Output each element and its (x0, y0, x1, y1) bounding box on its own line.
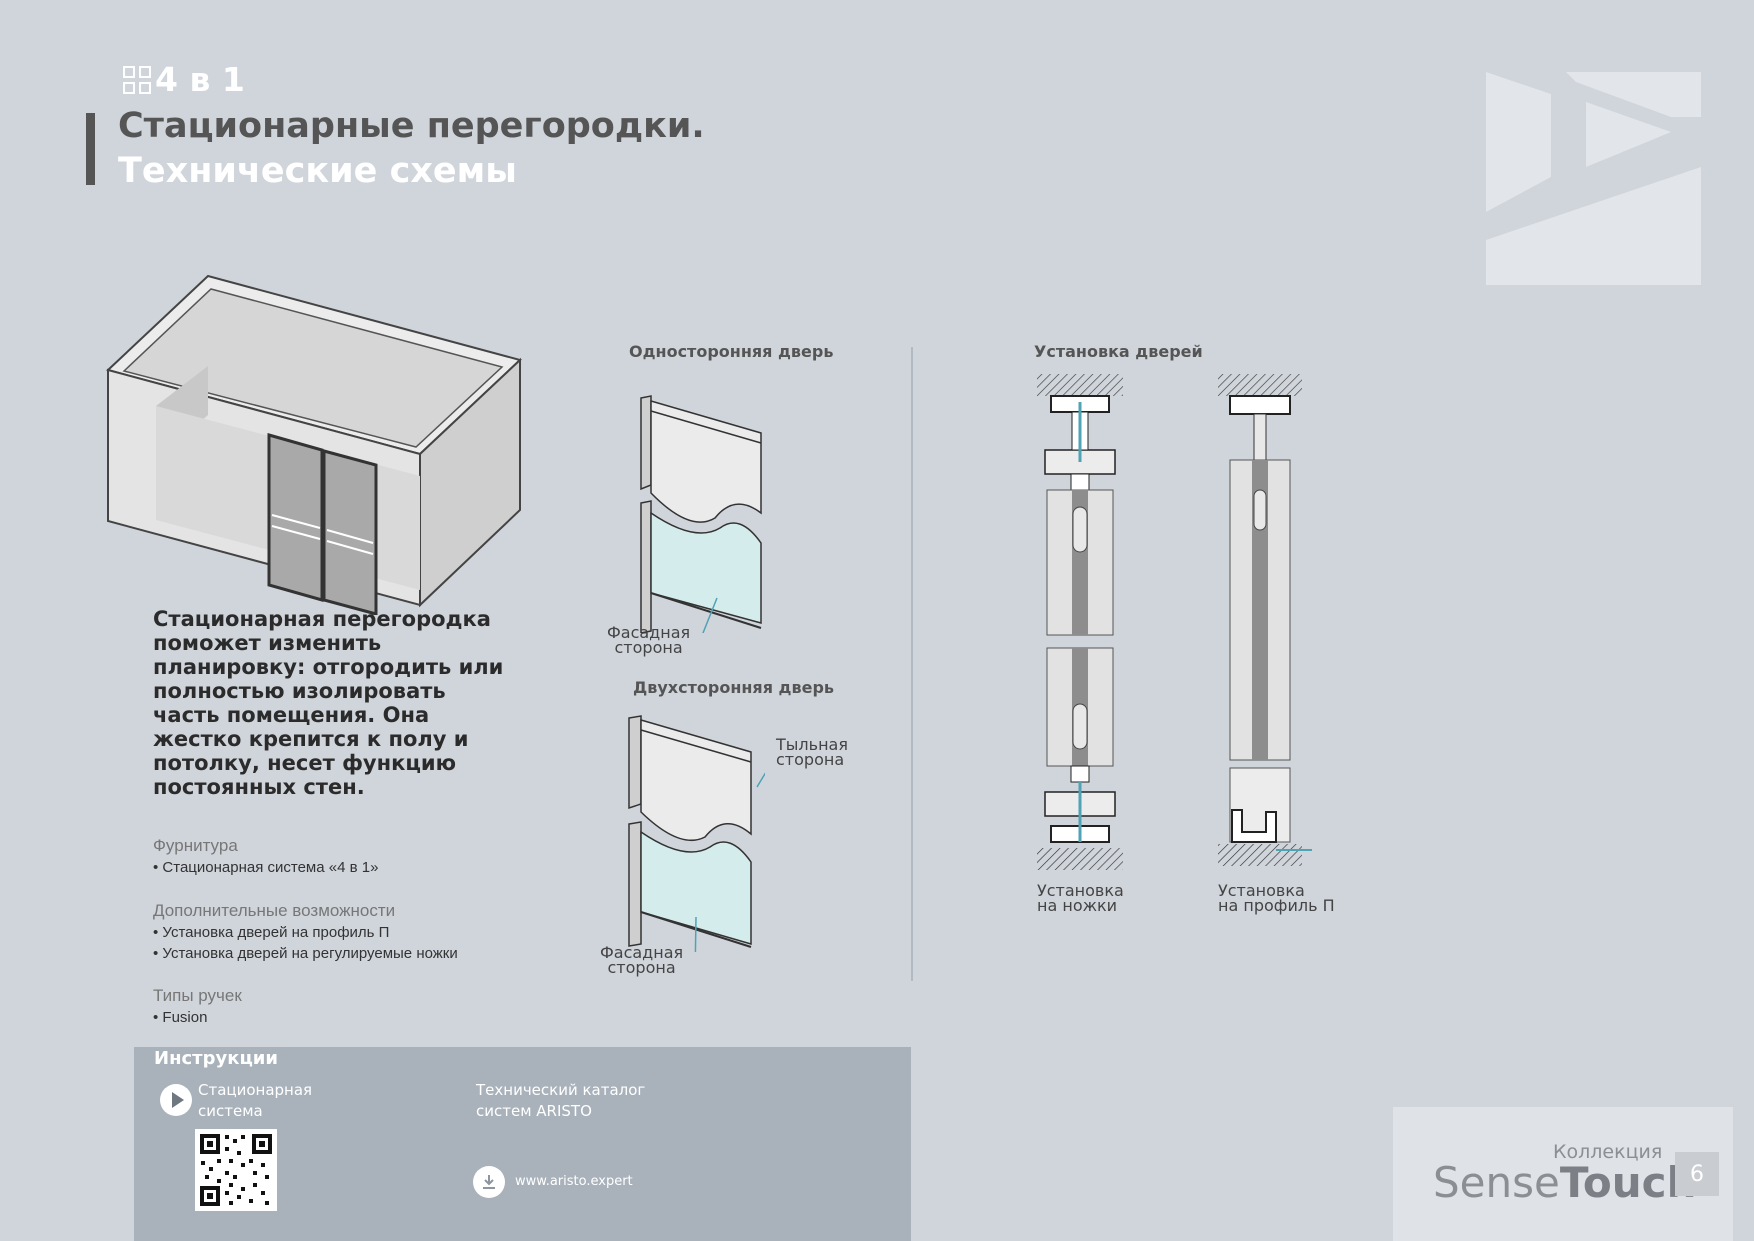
extra-section: Дополнительные возможности • Установка д… (153, 901, 458, 962)
double-door-title: Двухсторонняя дверь (633, 678, 835, 697)
brand-name: SenseTouch (1433, 1158, 1696, 1207)
brand-part2: Touch (1559, 1158, 1697, 1207)
video-link-line: Стационарная (198, 1081, 313, 1099)
legs-installation-caption: Установка на ножки (1037, 881, 1124, 915)
section-tag: 4 в 1 (123, 60, 245, 99)
fittings-item: Стационарная система «4 в 1» (162, 859, 379, 876)
brand-part1: Sense (1433, 1158, 1560, 1207)
play-icon[interactable] (160, 1084, 192, 1116)
page-title-line2: Технические схемы (118, 151, 517, 191)
qr-code[interactable] (195, 1129, 277, 1211)
catalog-link-line: систем ARISTO (476, 1102, 592, 1120)
page-number: 6 (1675, 1152, 1719, 1196)
room-illustration (106, 274, 522, 615)
caption-line: Установка (1037, 881, 1124, 900)
page-title: Стационарные перегородки. Технические сх… (118, 104, 705, 194)
website-link[interactable]: www.aristo.expert (515, 1174, 633, 1189)
title-accent-bar (86, 113, 95, 185)
grid-icon (123, 65, 151, 94)
catalog-link[interactable]: Технический каталог систем ARISTO (476, 1080, 645, 1122)
double-door-back-caption: Тыльная сторона (776, 735, 848, 769)
handles-item: Fusion (162, 1009, 208, 1026)
extra-heading: Дополнительные возможности (153, 901, 396, 920)
section-tag-label: 4 в 1 (155, 60, 245, 99)
caption-line: Тыльная (776, 735, 848, 754)
caption-line: Фасадная (600, 943, 684, 962)
single-door-title: Односторонняя дверь (629, 342, 834, 361)
fittings-heading: Фурнитура (153, 836, 238, 855)
section-divider (911, 347, 913, 981)
extra-item: Установка дверей на регулируемые ножки (162, 945, 458, 962)
handles-section: Типы ручек • Fusion (153, 986, 242, 1026)
extra-item: Установка дверей на профиль П (162, 924, 390, 941)
brand-logo (1486, 72, 1701, 285)
single-door-diagram (640, 395, 762, 633)
caption-line: на ножки (1037, 896, 1118, 915)
download-icon[interactable] (473, 1166, 505, 1198)
caption-line: Фасадная (607, 623, 691, 642)
handles-heading: Типы ручек (153, 986, 242, 1005)
profile-installation-diagram (1218, 374, 1312, 866)
description: Стационарная перегородка поможет изменит… (153, 607, 504, 799)
catalog-link-line: Технический каталог (476, 1081, 646, 1099)
fittings-section: Фурнитура • Стационарная система «4 в 1» (153, 836, 379, 876)
collection-label: Коллекция (1553, 1141, 1663, 1163)
profile-installation-caption: Установка на профиль П (1218, 881, 1335, 915)
page-title-line1: Стационарные перегородки. (118, 106, 705, 146)
caption-line: сторона (614, 638, 683, 657)
installation-title: Установка дверей (1034, 342, 1203, 361)
legs-installation-diagram (1037, 374, 1123, 870)
caption-line: Установка (1218, 881, 1305, 900)
caption-line: сторона (607, 958, 676, 977)
video-link-line: система (198, 1102, 263, 1120)
caption-line: на профиль П (1218, 896, 1335, 915)
video-link[interactable]: Стационарная система (198, 1080, 312, 1122)
caption-line: сторона (776, 750, 845, 769)
instructions-title: Инструкции (154, 1048, 279, 1069)
double-door-diagram (628, 715, 765, 952)
double-door-facade-caption: Фасадная сторона (600, 943, 684, 977)
single-door-facade-caption: Фасадная сторона (607, 623, 691, 657)
